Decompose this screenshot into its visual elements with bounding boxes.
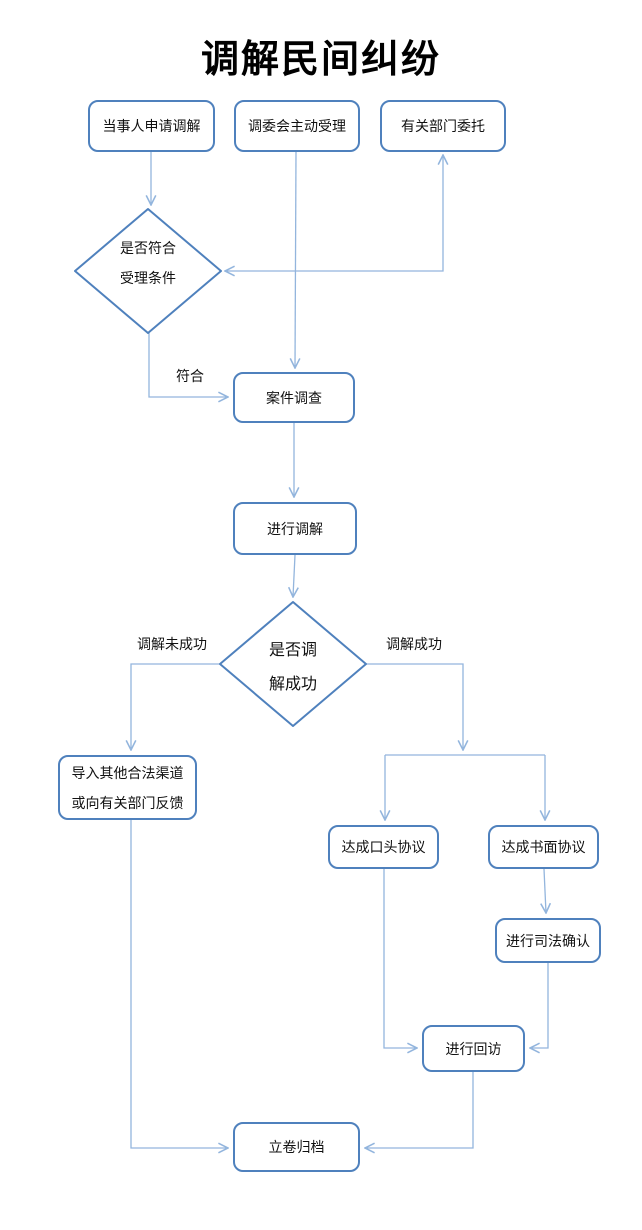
decision-accept-conditions-label: 是否符合 受理条件 <box>98 233 198 293</box>
node-follow-up-visit-label: 进行回访 <box>445 1040 502 1057</box>
node-case-investigation: 案件调查 <box>233 372 355 423</box>
node-other-legal-channel-line2: 或向有关部门反馈 <box>71 794 184 811</box>
node-file-archive-label: 立卷归档 <box>268 1139 325 1155</box>
edge-visit-to-archive <box>365 1072 474 1148</box>
edge-committee-to-investigate <box>295 151 296 368</box>
node-case-investigation-label: 案件调查 <box>266 389 322 406</box>
node-follow-up-visit: 进行回访 <box>422 1025 525 1072</box>
node-oral-agreement: 达成口头协议 <box>328 825 439 869</box>
decision-accept-line2: 受理条件 <box>120 270 176 286</box>
node-conduct-mediation-label: 进行调解 <box>267 520 323 537</box>
node-party-apply-label: 当事人申请调解 <box>102 118 201 134</box>
node-committee-accept: 调委会主动受理 <box>234 100 360 152</box>
decision-mediation-success-label: 是否调 解成功 <box>243 634 343 702</box>
node-department-entrust: 有关部门委托 <box>380 100 506 152</box>
edge-department-check-double-arrow <box>225 155 443 271</box>
node-written-agreement-label: 达成书面协议 <box>501 839 586 855</box>
node-judicial-confirmation: 进行司法确认 <box>495 918 601 963</box>
decision-success-line1: 是否调 <box>268 642 317 659</box>
edge-oral-to-visit <box>383 869 417 1048</box>
page-title: 调解民间纠纷 <box>200 39 441 81</box>
node-file-archive: 立卷归档 <box>233 1122 360 1172</box>
edge-check-to-investigate <box>148 333 228 397</box>
edge-other-channel-to-archive <box>130 820 228 1148</box>
edge-written-to-judicial <box>544 868 546 913</box>
decision-success-line2: 解成功 <box>268 676 317 693</box>
node-conduct-mediation: 进行调解 <box>233 502 357 555</box>
edge-judicial-to-visit <box>530 963 549 1048</box>
edge-label-qualified: 符合 <box>176 368 204 384</box>
node-other-legal-channel-line1: 导入其他合法渠道 <box>71 764 184 781</box>
node-other-legal-channel: 导入其他合法渠道 或向有关部门反馈 <box>58 755 197 820</box>
edge-success-to-split <box>366 663 463 750</box>
node-oral-agreement-label: 达成口头协议 <box>341 839 426 855</box>
decision-accept-conditions <box>74 208 222 334</box>
node-judicial-confirmation-label: 进行司法确认 <box>506 932 590 949</box>
edge-label-not-success: 调解未成功 <box>137 636 207 652</box>
node-department-entrust-label: 有关部门委托 <box>401 118 485 134</box>
node-committee-accept-label: 调委会主动受理 <box>248 118 346 134</box>
edge-mediate-to-check2 <box>293 554 295 597</box>
edge-label-success: 调解成功 <box>386 636 442 652</box>
decision-accept-line1: 是否符合 <box>120 240 176 256</box>
node-written-agreement: 达成书面协议 <box>488 825 599 869</box>
decision-mediation-success <box>219 601 367 727</box>
edge-fail-to-other-channel <box>131 663 220 750</box>
node-party-apply: 当事人申请调解 <box>88 100 215 152</box>
